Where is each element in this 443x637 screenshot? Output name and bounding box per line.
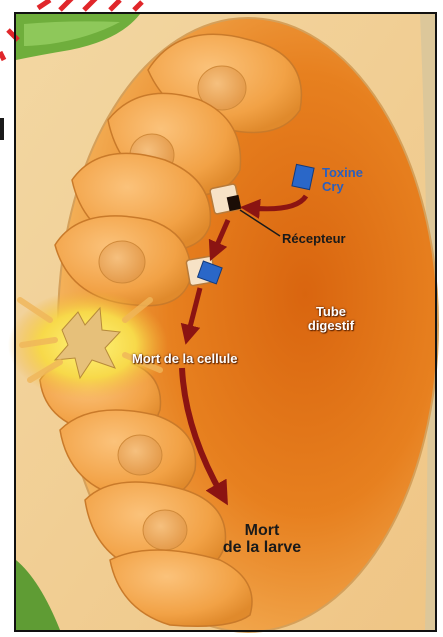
stamp-mark-left: [0, 118, 4, 140]
larva-death-label: Mort de la larve: [212, 522, 312, 556]
larva-death-label-line-2: de la larve: [212, 539, 312, 556]
toxin-label: Toxine Cry: [322, 166, 363, 194]
toxin-label-line-1: Toxine: [322, 166, 363, 180]
gut-label: Tube digestif: [296, 305, 366, 333]
gut-label-line-1: Tube: [296, 305, 366, 319]
toxin-label-line-2: Cry: [322, 180, 363, 194]
larva-death-label-line-1: Mort: [212, 522, 312, 539]
gut-label-line-2: digestif: [296, 319, 366, 333]
cell-death-label: Mort de la cellule: [132, 352, 237, 366]
receptor-label: Récepteur: [282, 232, 346, 246]
